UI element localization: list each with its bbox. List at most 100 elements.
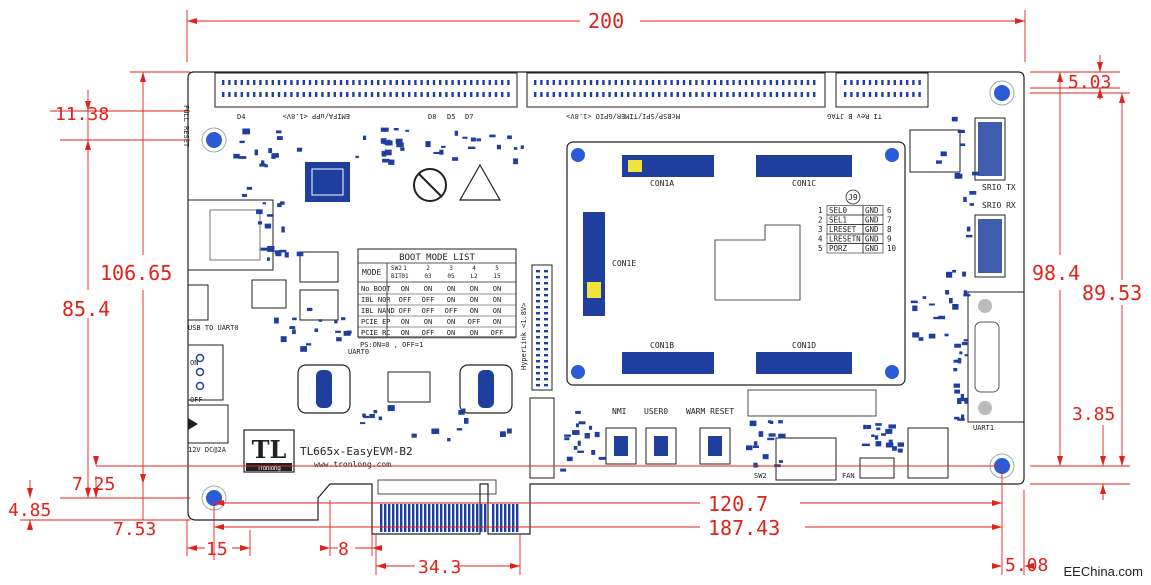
smd-part [307, 307, 313, 311]
smd-part [752, 445, 759, 448]
smd-part [296, 251, 304, 257]
smd-part [863, 424, 867, 430]
smd-part [871, 434, 875, 437]
power-on-label: ON [190, 359, 198, 367]
smd-part [369, 414, 375, 419]
smd-part [954, 389, 960, 394]
j9-signal: SEL1 [829, 216, 847, 225]
smd-part [380, 138, 387, 144]
boot-row-value: ON [470, 329, 478, 337]
smd-part [963, 294, 971, 297]
con1c-label: CON1C [792, 179, 816, 188]
smd-part [964, 354, 969, 357]
smd-part [452, 157, 459, 161]
board-name: TL665x-EasyEVM-B2 [300, 445, 413, 458]
boot-col-top: 2 [426, 265, 430, 272]
smd-part [261, 160, 265, 166]
smd-part [959, 351, 963, 355]
smd-part [960, 397, 968, 402]
smd-part [885, 442, 894, 448]
smd-part [922, 296, 927, 299]
smd-part [953, 368, 958, 372]
smd-part [467, 146, 476, 149]
smd-part [280, 201, 285, 205]
edge-finger [432, 504, 435, 532]
con1d-label: CON1D [792, 341, 816, 350]
boot-row-value: ON [401, 329, 409, 337]
edge-finger [448, 504, 451, 532]
edge-finger [464, 504, 467, 532]
edge-finger [400, 504, 403, 532]
smd-part [393, 128, 399, 131]
edge-finger [396, 504, 399, 532]
smd-part [876, 427, 881, 431]
boot-row-value: ON [447, 296, 455, 304]
smd-part [489, 134, 496, 138]
smd-part [768, 433, 776, 437]
smd-part [918, 337, 924, 341]
usb-to-uart-label: USB TO UART0 [188, 324, 239, 332]
boot-col-bottom: 01 [401, 273, 409, 280]
smd-part [954, 416, 960, 420]
hyperlink-header: HyperLink <1.8V> [520, 264, 553, 391]
smd-part [875, 441, 882, 447]
jtag-label: TI Rev B JTAG [827, 112, 882, 120]
smd-part [598, 456, 607, 460]
boot-header-mode: MODE [362, 268, 381, 277]
edge-finger [496, 504, 499, 532]
smd-part [912, 305, 918, 312]
smd-part [266, 214, 274, 217]
edge-finger [424, 504, 427, 532]
smd-part [259, 163, 266, 167]
smd-part [910, 300, 918, 304]
edge-finger [452, 504, 455, 532]
smd-part [260, 247, 269, 251]
sw2-label: SW2 [754, 472, 767, 480]
smd-part [578, 421, 586, 425]
boot-row-value: ON [447, 285, 455, 293]
j9-gnd: GND [865, 235, 879, 244]
boot-row-value: ON [401, 318, 409, 326]
smd-part [881, 433, 886, 436]
user0-label: USER0 [644, 407, 668, 416]
boot-row-value: OFF [399, 307, 412, 315]
smd-part [318, 319, 323, 322]
dimension-lines [20, 10, 1130, 575]
smd-part [767, 420, 771, 423]
smd-part [425, 141, 431, 148]
smd-part [431, 428, 440, 434]
smd-part [439, 149, 444, 155]
boot-row-mode: PCIE EP [361, 318, 391, 326]
smd-part [346, 330, 352, 334]
smd-part [963, 290, 968, 295]
j9-signal: PORZ [829, 244, 848, 253]
smd-part [276, 130, 282, 134]
smd-part [381, 150, 387, 157]
dim-3-85: 3.85 [1072, 404, 1115, 425]
j9-pin-left: 2 [818, 216, 823, 225]
warm-reset-button: WARM RESET [686, 407, 734, 465]
boot-row-value: ON [424, 285, 432, 293]
boot-row-value: OFF [491, 329, 504, 337]
edge-finger [512, 504, 515, 532]
dim-34-3: 34.3 [418, 557, 461, 578]
warm-reset-label: WARM RESET [686, 407, 734, 416]
smd-part [476, 138, 482, 142]
boot-header-sw2: SW2 [391, 265, 402, 272]
boot-row-value: ON [401, 285, 409, 293]
j9-gnd: GND [865, 206, 879, 215]
smd-part [262, 202, 266, 205]
smd-part [888, 439, 893, 445]
led-d5-label: D5 [447, 113, 455, 121]
smd-part [928, 333, 936, 339]
edge-finger [404, 504, 407, 532]
smd-part [963, 196, 967, 202]
smd-part [267, 257, 270, 261]
smd-part [753, 441, 758, 446]
boot-row-value: ON [447, 318, 455, 326]
smd-part [388, 159, 395, 165]
smd-part [441, 145, 446, 148]
smd-part [241, 194, 248, 197]
smd-part [385, 140, 393, 146]
smd-part [281, 226, 285, 233]
